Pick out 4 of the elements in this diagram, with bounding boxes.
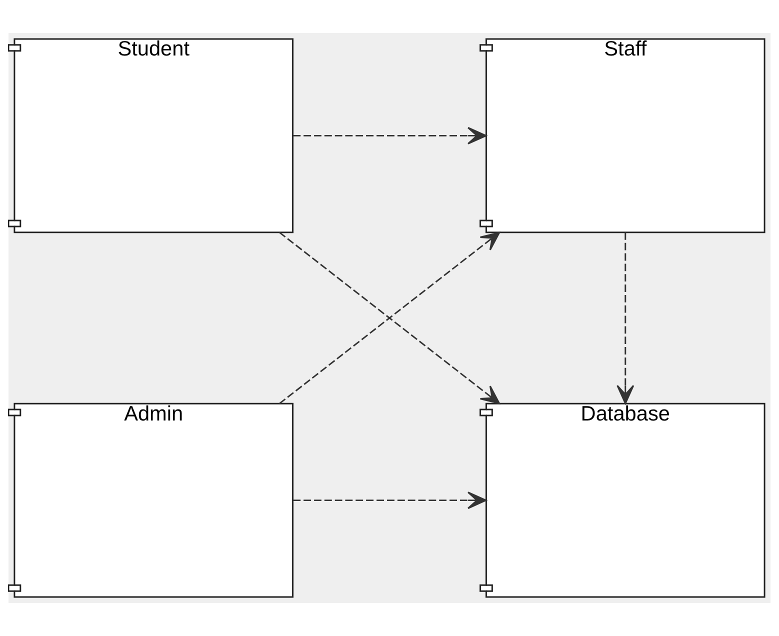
arrow <box>293 492 487 510</box>
arrow <box>616 232 634 404</box>
arrow <box>293 126 487 144</box>
arrow <box>279 232 500 404</box>
